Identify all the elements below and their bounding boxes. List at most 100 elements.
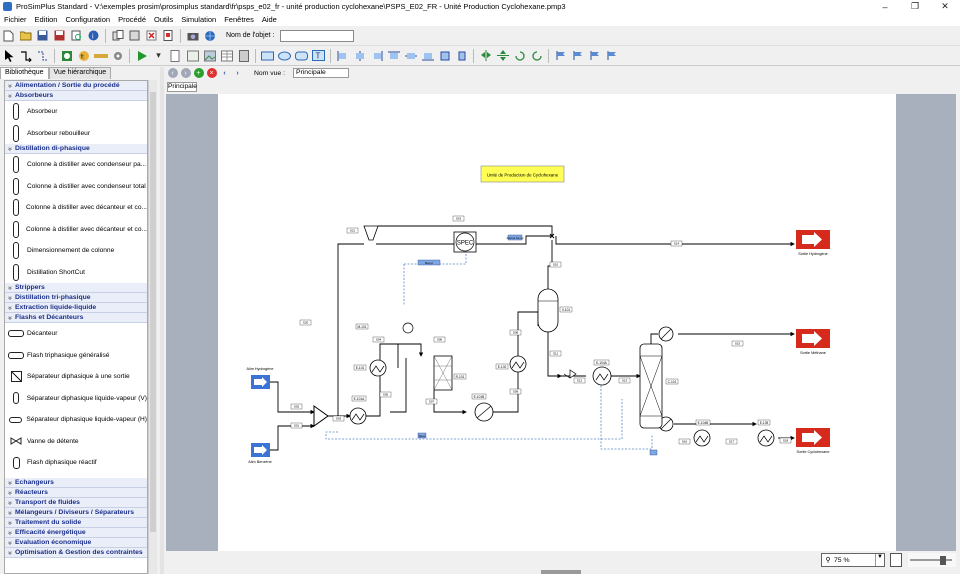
heat-exchanger-e101[interactable] bbox=[369, 359, 387, 377]
info-label-temp[interactable] bbox=[507, 234, 523, 241]
zoom-select[interactable]: ⚲ 75 % ▼ bbox=[821, 553, 885, 567]
info-label-recyc[interactable] bbox=[417, 259, 441, 266]
menu-outils[interactable]: Outils bbox=[154, 15, 174, 24]
flowsheet-title-box[interactable] bbox=[480, 165, 565, 183]
library-item-flash-reactif[interactable]: Flash diphasique réactif bbox=[5, 452, 147, 474]
pipe-icon[interactable] bbox=[93, 48, 108, 63]
menu-configuration[interactable]: Configuration bbox=[65, 15, 111, 24]
heat-exchanger-e101a[interactable] bbox=[349, 407, 367, 425]
nav-back-icon[interactable]: ‹ bbox=[167, 68, 178, 78]
report-icon[interactable] bbox=[168, 48, 183, 63]
category-traitement-solide[interactable]: Traitement du solide bbox=[5, 517, 147, 528]
add-view-icon[interactable]: + bbox=[193, 68, 204, 78]
save-as-icon[interactable] bbox=[52, 28, 67, 43]
table-icon[interactable] bbox=[219, 48, 234, 63]
library-item-vanne-detente[interactable]: Vanne de détente bbox=[5, 431, 147, 453]
flowsheet-page[interactable]: Unité de Production de Cyclohexane Alim … bbox=[218, 94, 896, 551]
menu-fichier[interactable]: Fichier bbox=[4, 15, 27, 24]
globe-icon[interactable] bbox=[202, 28, 217, 43]
library-item-separateur-h[interactable]: Séparateur diphasique liquide-vapeur (H) bbox=[5, 409, 147, 431]
category-evaluation-economique[interactable]: Evaluation économique bbox=[5, 537, 147, 548]
library-item-dimensionnement[interactable]: Dimensionnement de colonne bbox=[5, 240, 147, 262]
library-item-separateur-une-sortie[interactable]: Séparateur diphasique à une sortie bbox=[5, 366, 147, 388]
library-item-shortcut[interactable]: Distillation ShortCut bbox=[5, 262, 147, 284]
flowsheet-canvas[interactable]: Unité de Production de Cyclohexane Alim … bbox=[166, 94, 956, 551]
select-pointer-icon[interactable] bbox=[1, 48, 16, 63]
library-item-colonne-decanteur-1[interactable]: Colonne à distiller avec décanteur et co… bbox=[5, 197, 147, 219]
flag-left-icon[interactable] bbox=[553, 48, 568, 63]
run-dropdown-icon[interactable]: ▾ bbox=[156, 50, 161, 60]
product-cyclohexane[interactable] bbox=[796, 428, 830, 447]
library-scrollbar[interactable] bbox=[148, 80, 157, 574]
product-methane[interactable] bbox=[796, 329, 830, 348]
category-flashs-decanteurs[interactable]: Flashs et Décanteurs bbox=[5, 313, 147, 323]
heat-exchanger-e105[interactable] bbox=[757, 429, 775, 447]
menu-simulation[interactable]: Simulation bbox=[181, 15, 217, 24]
fit-page-button[interactable] bbox=[890, 553, 902, 567]
settings-icon[interactable] bbox=[110, 48, 125, 63]
library-item-colonne-decanteur-2[interactable]: Colonne à distiller avec décanteur et co… bbox=[5, 219, 147, 241]
delete-icon[interactable] bbox=[144, 28, 159, 43]
library-item-colonne-condenseur-partiel[interactable]: Colonne à distiller avec condenseur pa..… bbox=[5, 154, 147, 176]
category-distillation-diphasique[interactable]: Distillation di-phasique bbox=[5, 144, 147, 154]
info-label-spec[interactable] bbox=[417, 432, 427, 439]
category-optimisation[interactable]: Optimisation & Gestion des contraintes bbox=[5, 547, 147, 558]
flip-horizontal-icon[interactable] bbox=[478, 48, 493, 63]
print-preview-icon[interactable] bbox=[69, 28, 84, 43]
paste-model-icon[interactable] bbox=[127, 28, 142, 43]
menu-fenetres[interactable]: Fenêtres bbox=[224, 15, 254, 24]
ellipse-tool-icon[interactable] bbox=[277, 48, 292, 63]
library-item-colonne-condenseur-total[interactable]: Colonne à distiller avec condenseur tota… bbox=[5, 176, 147, 198]
new-file-icon[interactable] bbox=[1, 28, 16, 43]
scrollbar-thumb[interactable] bbox=[150, 92, 156, 532]
close-window-button[interactable]: ✕ bbox=[941, 1, 949, 11]
product-hydrogen[interactable] bbox=[796, 230, 830, 249]
camera-icon[interactable] bbox=[185, 28, 200, 43]
text-tool-icon[interactable]: T bbox=[311, 48, 326, 63]
same-height-icon[interactable] bbox=[454, 48, 469, 63]
menu-aide[interactable]: Aide bbox=[261, 15, 277, 24]
horizontal-scrollbar-thumb[interactable] bbox=[541, 570, 581, 574]
align-top-icon[interactable] bbox=[386, 48, 401, 63]
info-stream-icon[interactable] bbox=[35, 48, 50, 63]
info-marker[interactable] bbox=[649, 449, 658, 456]
stream-connector-icon[interactable] bbox=[18, 48, 33, 63]
menu-procede[interactable]: Procédé bbox=[118, 15, 147, 24]
heat-exchanger-e104a[interactable] bbox=[592, 366, 612, 386]
results-icon[interactable] bbox=[185, 48, 200, 63]
same-width-icon[interactable] bbox=[437, 48, 452, 63]
category-transport-fluides[interactable]: Transport de fluides bbox=[5, 497, 147, 508]
valve-icon[interactable] bbox=[563, 369, 577, 379]
object-name-input[interactable] bbox=[280, 29, 355, 42]
view-name-input[interactable]: Principale bbox=[292, 68, 349, 78]
document-icon[interactable] bbox=[161, 28, 176, 43]
mixer-m101[interactable] bbox=[313, 405, 329, 427]
splitter-unit[interactable] bbox=[363, 225, 379, 241]
align-bottom-icon[interactable] bbox=[420, 48, 435, 63]
flag-right-icon[interactable] bbox=[587, 48, 602, 63]
analyzer-icon[interactable] bbox=[402, 322, 414, 334]
calculator-icon[interactable] bbox=[236, 48, 251, 63]
library-item-absorbeur-rebouilleur[interactable]: Absorbeur rebouilleur bbox=[5, 123, 147, 145]
category-extraction[interactable]: Extraction liquide-liquide bbox=[5, 303, 147, 313]
category-distillation-triphasique[interactable]: Distillation tri-phasique bbox=[5, 293, 147, 303]
prev-view-icon[interactable]: ‹ bbox=[223, 69, 226, 77]
align-middle-icon[interactable] bbox=[403, 48, 418, 63]
delete-view-icon[interactable]: × bbox=[206, 68, 217, 78]
open-folder-icon[interactable] bbox=[18, 28, 33, 43]
flip-vertical-icon[interactable] bbox=[495, 48, 510, 63]
run-simulation-icon[interactable] bbox=[134, 48, 149, 63]
info-icon[interactable]: i bbox=[86, 28, 101, 43]
tab-vue-hierarchique[interactable]: Vue hiérarchique bbox=[48, 67, 112, 79]
rectangle-tool-icon[interactable] bbox=[260, 48, 275, 63]
slider-knob[interactable] bbox=[940, 556, 946, 565]
flag-mid-icon[interactable] bbox=[570, 48, 585, 63]
category-echangeurs[interactable]: Echangeurs bbox=[5, 477, 147, 488]
rotate-right-icon[interactable] bbox=[529, 48, 544, 63]
library-item-absorbeur[interactable]: Absorbeur bbox=[5, 101, 147, 123]
chevron-down-icon[interactable]: ▼ bbox=[875, 554, 884, 566]
tab-bibliotheque[interactable]: Bibliothèque bbox=[0, 67, 49, 79]
flash-drum-v101[interactable] bbox=[537, 288, 559, 333]
category-alimentation[interactable]: Alimentation / Sortie du procédé bbox=[5, 81, 147, 91]
tab-principale[interactable]: Principale bbox=[167, 82, 197, 92]
